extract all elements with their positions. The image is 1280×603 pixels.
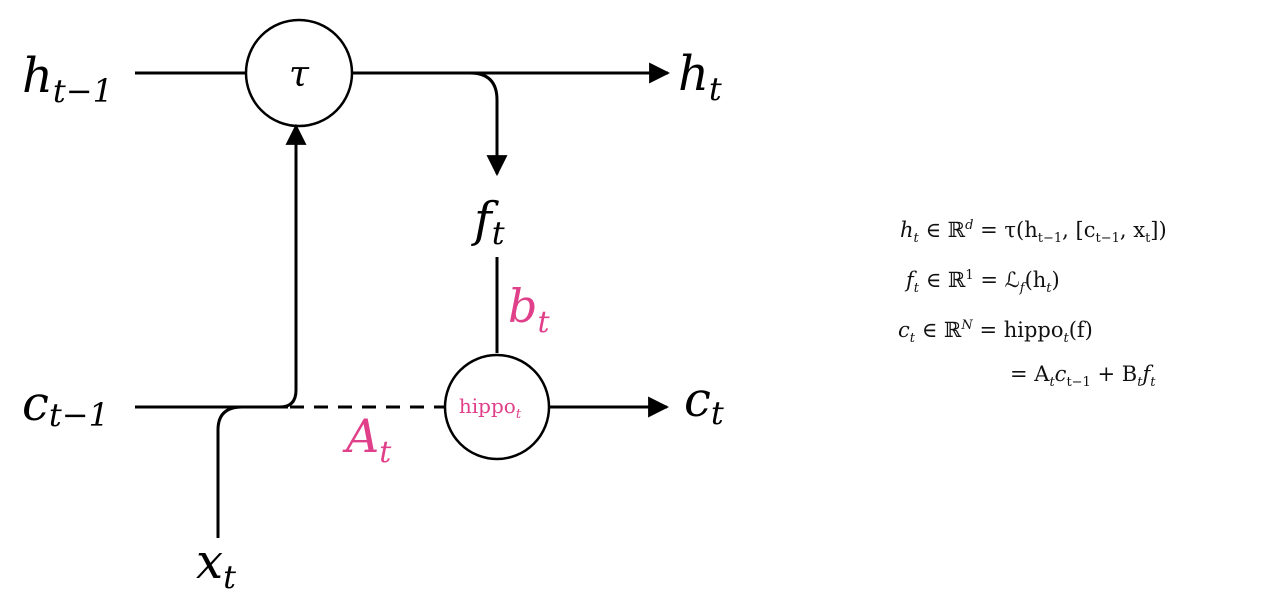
equation-c: ct ∈ ℝN = hippot(f) (898, 318, 1093, 347)
b-label: bt (508, 279, 550, 340)
h-to-f-branch (469, 71, 508, 177)
h-next-label: ht (678, 46, 722, 108)
tau-label: τ (289, 54, 310, 95)
equation-h: ht ∈ ℝd = τ(ht−1, [ct−1, xt]) (900, 218, 1167, 247)
equations-block: ht ∈ ℝd = τ(ht−1, [ct−1, xt]) ft ∈ ℝ1 = … (860, 218, 1260, 398)
a-label: At (342, 409, 392, 470)
c-prev-label: ct−1 (22, 376, 109, 434)
x-label: xt (196, 534, 236, 596)
equation-f: ft ∈ ℝ1 = ℒf(ht) (906, 268, 1060, 297)
equation-c-expand: = Atct−1 + Btft (1010, 362, 1156, 391)
hippo-label: hippot (459, 394, 522, 422)
c-next-label: ct (684, 372, 724, 432)
f-label: ft (471, 192, 505, 252)
h-prev-label: ht−1 (22, 48, 113, 110)
x-to-tau-line (216, 123, 307, 538)
